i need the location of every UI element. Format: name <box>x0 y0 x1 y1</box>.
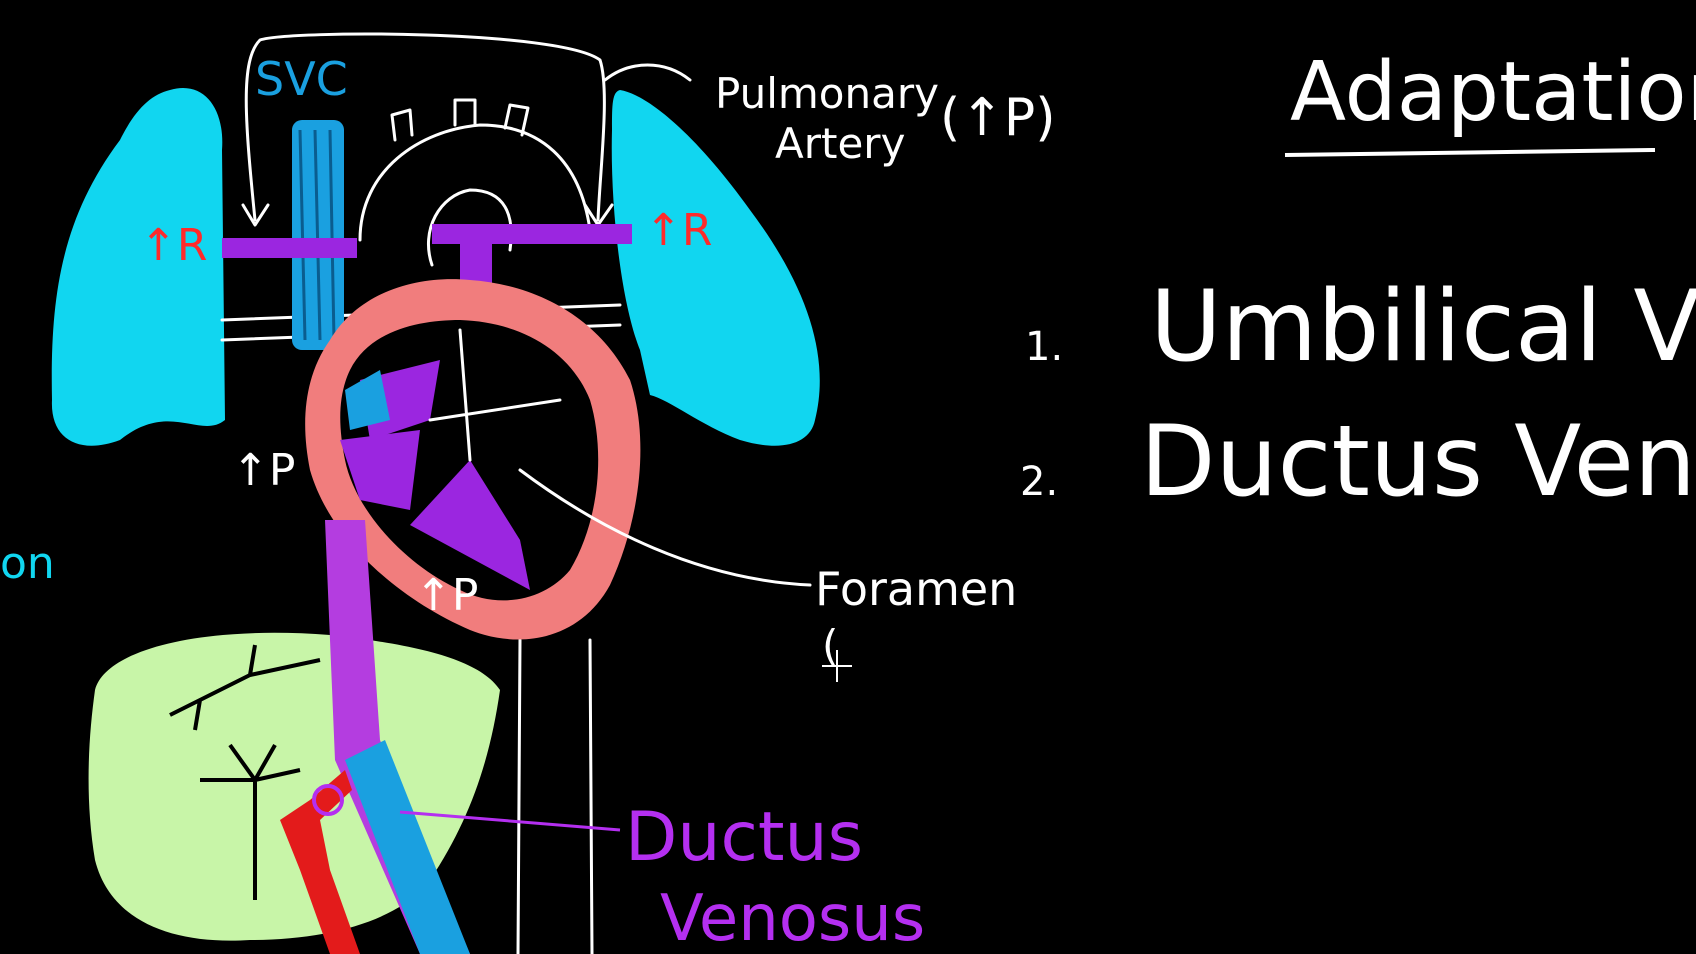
ivc-blue-segment <box>345 740 470 954</box>
aortic-inner-loop <box>426 188 513 267</box>
right-ventricle <box>340 430 420 510</box>
ductus-leader <box>399 810 621 832</box>
left-resistance-label: ↑R <box>140 220 207 271</box>
pulmonary-arrow-left-head <box>241 203 270 227</box>
umbilical-vein <box>280 770 360 954</box>
hepatic-vein-branches <box>169 644 321 731</box>
left-pulmonary-artery <box>222 238 357 258</box>
right-atrium-blue <box>345 370 390 430</box>
panel-item-1-number: 1. <box>1025 324 1063 370</box>
aortic-branch-3 <box>503 103 530 137</box>
foramen-label-line2: ( <box>822 621 838 670</box>
pulmonary-arrow-outline <box>244 32 606 222</box>
aortic-branch-2 <box>453 98 477 127</box>
ivc-vessel <box>325 520 470 954</box>
aortic-arch-outline <box>358 123 592 242</box>
left-ventricle <box>410 460 530 590</box>
foramen-label-line1: Foramen <box>815 562 1017 616</box>
septum <box>428 328 562 462</box>
left-pressure-label: ↑P <box>232 445 295 496</box>
umbilical-branch-tree <box>200 743 301 900</box>
pulmonary-curl <box>603 63 692 82</box>
right-resistance-label: ↑R <box>645 205 712 256</box>
panel-item-2-number: 2. <box>1020 459 1058 505</box>
svc-stripes <box>298 129 336 341</box>
left-fragment-label: on <box>0 538 55 589</box>
descending-aorta-outline <box>516 638 594 954</box>
panel-title-underline <box>1284 148 1656 157</box>
panel-title: Adaptation <box>1290 45 1696 140</box>
left-lung <box>51 88 225 446</box>
aortic-branch-1 <box>390 108 414 142</box>
pulmonary-trunk <box>460 224 492 284</box>
heart-pressure-label: ↑P <box>415 570 478 621</box>
panel-item-2-text: Ductus Venosus <box>1140 405 1696 519</box>
ductus-venosus-label-line2: Venosus <box>660 882 925 954</box>
pulmonary-artery-label-line2: Artery <box>775 119 905 168</box>
pulmonary-pressure-label: (↑P) <box>940 88 1056 148</box>
svc-label: SVC <box>255 52 348 106</box>
pulmonary-artery-label-line1: Pulmonary <box>715 69 939 118</box>
panel-item-1-text: Umbilical Vein <box>1150 270 1696 384</box>
ductus-venosus-label-line1: Ductus <box>625 798 863 877</box>
right-lung <box>611 90 820 446</box>
cursor-crosshair-icon <box>822 650 852 682</box>
foramen-leader <box>518 468 812 587</box>
ductus-venosus-loop <box>312 784 344 816</box>
